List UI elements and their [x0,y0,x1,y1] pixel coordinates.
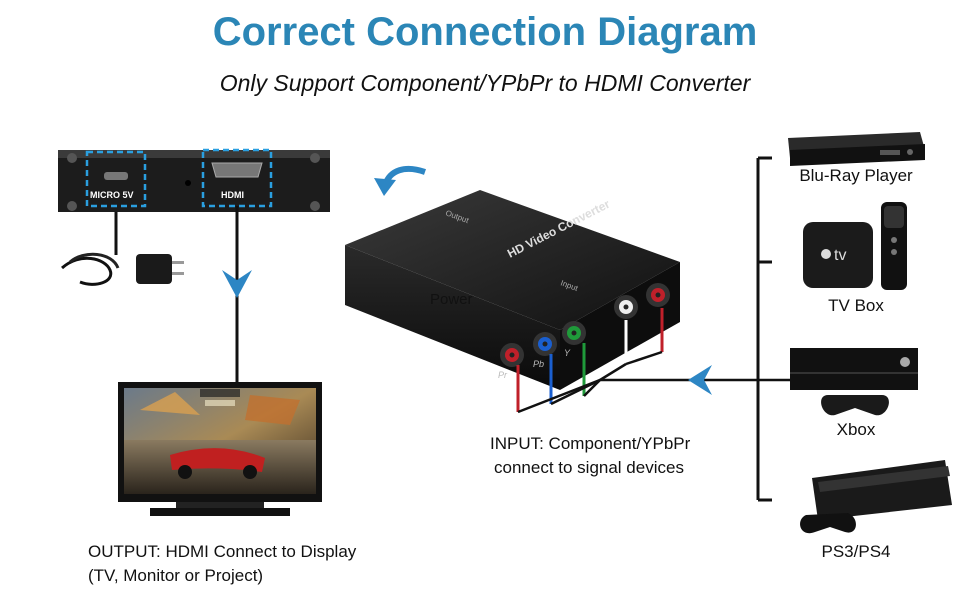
race-car-icon [170,448,265,472]
ps3-ps4-label: PS3/PS4 [821,542,891,561]
power-adapter [61,212,184,286]
output-caption-line1: OUTPUT: HDMI Connect to Display [88,542,357,561]
rca-ports: Pr Pb Y [498,283,670,380]
svg-text:tv: tv [834,247,846,264]
pr-port-label: Pr [498,370,508,380]
tv-display [118,382,322,516]
page-subtitle: Only Support Component/YPbPr to HDMI Con… [219,70,751,96]
hdmi-highlight [201,148,273,208]
input-caption-line1: INPUT: Component/YPbPr [490,434,691,453]
ps3-icon [800,460,952,534]
output-caption-line2: (TV, Monitor or Project) [88,566,264,585]
arrow-down-icon [222,270,252,298]
blu-ray-player-icon [788,132,925,166]
power-label: Power [430,291,473,308]
y-port-label: Y [564,348,571,358]
component-cables [516,308,790,414]
xbox-icon [790,348,918,416]
micro-usb-port [104,172,128,180]
blu-ray-player-label: Blu-Ray Player [799,166,913,185]
hdmi-port-label: HDMI [221,190,244,200]
page-title: Correct Connection Diagram [212,10,758,54]
hdmi-port [211,162,263,178]
xbox-label: Xbox [836,420,876,439]
screw-icon [67,201,77,211]
arrow-left-icon [688,365,712,395]
screw-icon [310,201,320,211]
input-caption-line2: connect to signal devices [494,458,684,477]
screw-icon [67,153,77,163]
tv-box-label: TV Box [828,296,884,315]
micro-usb-highlight [85,150,147,208]
tv-box-icon: tv [803,202,907,290]
micro-usb-label: MICRO 5V [90,190,134,200]
device-bracket [756,156,772,502]
converter-back-panel [58,148,330,212]
pb-port-label: Pb [533,359,544,369]
power-adapter-icon [136,254,172,284]
screw-icon [310,153,320,163]
